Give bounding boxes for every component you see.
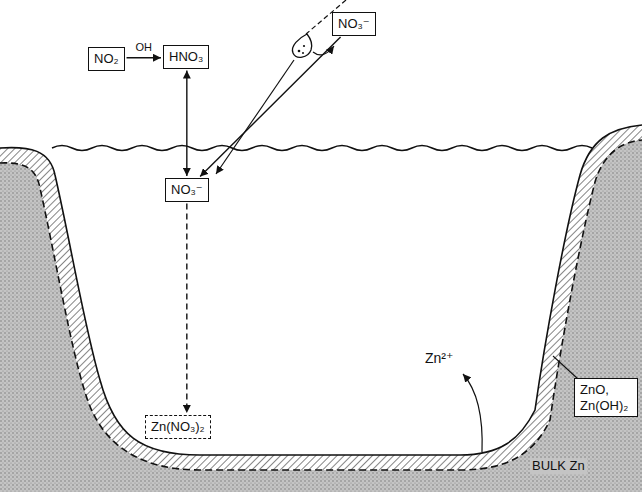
salt-box: Zn(NO₃)₂ [145, 415, 211, 439]
dissolved-ion-box: NO₃⁻ [165, 178, 209, 202]
leader-line [553, 356, 578, 379]
product-box: HNO₃ [163, 45, 209, 69]
node-text: NO₂ [94, 51, 119, 67]
pit-surface [0, 125, 642, 455]
water-surface [52, 146, 592, 151]
node-text: HNO₃ [169, 49, 203, 65]
ion-label: Zn²⁺ [423, 350, 455, 367]
droplet [292, 34, 311, 57]
ion-release-arrow [463, 374, 482, 452]
node-text: ZnO, Zn(OH)₂ [580, 382, 632, 413]
oxide-box: ZnO, Zn(OH)₂ [574, 378, 638, 417]
edge-label: OH [134, 41, 155, 54]
reaction-arrow [127, 57, 161, 58]
reaction-arrow [186, 71, 187, 176]
reaction-arrow [186, 204, 187, 413]
deposited-ion-box: NO₃⁻ [332, 12, 376, 36]
bulk-zinc [0, 140, 642, 492]
reactant-box: NO₂ [88, 47, 125, 71]
droplet-dot [302, 52, 304, 54]
oxide-metal-boundary [0, 140, 642, 470]
droplet-dot [298, 50, 301, 53]
deposition-line [306, 0, 346, 34]
deposition-arrow [216, 60, 294, 174]
material-label: BULK Zn [530, 458, 587, 474]
node-text: NO₃⁻ [338, 16, 370, 32]
droplet-dot [303, 45, 305, 47]
node-text: Zn(NO₃)₂ [151, 419, 205, 435]
oxide-layer [0, 125, 642, 492]
node-text: NO₃⁻ [171, 182, 203, 198]
reaction-arrow [200, 37, 340, 177]
